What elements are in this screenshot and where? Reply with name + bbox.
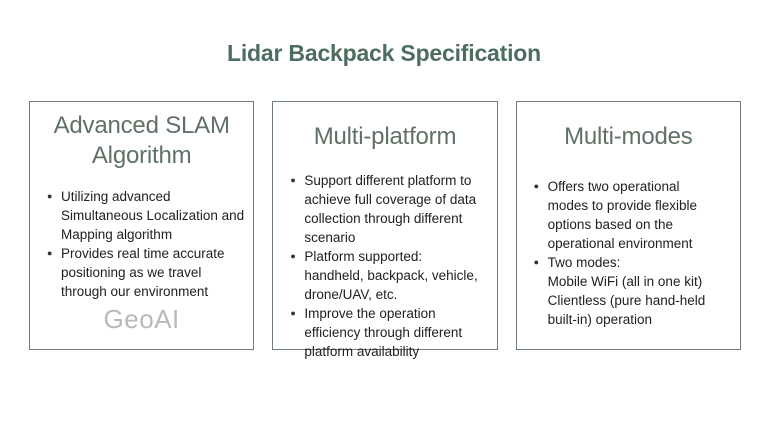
card-advanced-slam-algorithm: Advanced SLAM Algorithm ● Utilizing adva… (29, 101, 255, 350)
bullet-dot-icon: ● (290, 308, 296, 318)
bullet-dot-icon: ● (47, 191, 53, 201)
page-title: Lidar Backpack Specification (227, 40, 541, 66)
bullet-list: ● Support different platform to achieve … (273, 171, 496, 361)
card-title-advanced-slam-algorithm: Advanced SLAM Algorithm (53, 112, 230, 169)
bullet-dot-icon: ● (533, 181, 540, 191)
card-multi-modes: Multi-modes ● Offers two operational mod… (515, 101, 741, 350)
cards-row: Advanced SLAM Algorithm ● Utilizing adva… (29, 101, 741, 359)
card-title-multi-modes: Multi-modes (564, 123, 693, 150)
card-title-multi-platform: Multi-platform (313, 123, 457, 150)
bullet-dot-icon: ● (290, 175, 296, 185)
bullet-item: ● Platform supported: handheld, backpack… (290, 247, 488, 304)
bullet-item: ● Two modes: Mobile WiFi (all in one kit… (534, 253, 714, 329)
bullet-text: Utilizing advanced Simultaneous Localiza… (61, 189, 245, 242)
bullet-text: Support different platform to achieve fu… (304, 173, 477, 245)
bullet-list: ● Offers two operational modes to provid… (517, 177, 740, 329)
watermark-geoai: GeoAI (103, 304, 180, 334)
bullet-text: Platform supported: handheld, backpack, … (304, 249, 478, 302)
bullet-text: Provides real time accurate positioning … (61, 246, 225, 299)
bullet-dot-icon: ● (47, 248, 53, 258)
bullet-dot-icon: ● (290, 251, 296, 261)
bullet-dot-icon: ● (533, 257, 540, 267)
bullet-item: ● Offers two operational modes to provid… (534, 177, 714, 253)
bullet-item: ● Improve the operation efficiency throu… (290, 304, 488, 361)
bullet-text: Improve the operation efficiency through… (304, 306, 463, 359)
bullet-text: Two modes: Mobile WiFi (all in one kit) … (547, 255, 706, 327)
bullet-text: Offers two operational modes to provide … (547, 179, 697, 251)
card-multi-platform: Multi-platform ● Support different platf… (272, 101, 498, 359)
bullet-item: ● Provides real time accurate positionin… (47, 244, 245, 301)
bullet-item: ● Support different platform to achieve … (290, 171, 488, 247)
bullet-item: ● Utilizing advanced Simultaneous Locali… (47, 187, 245, 244)
bullet-list: ● Utilizing advanced Simultaneous Locali… (30, 187, 253, 301)
